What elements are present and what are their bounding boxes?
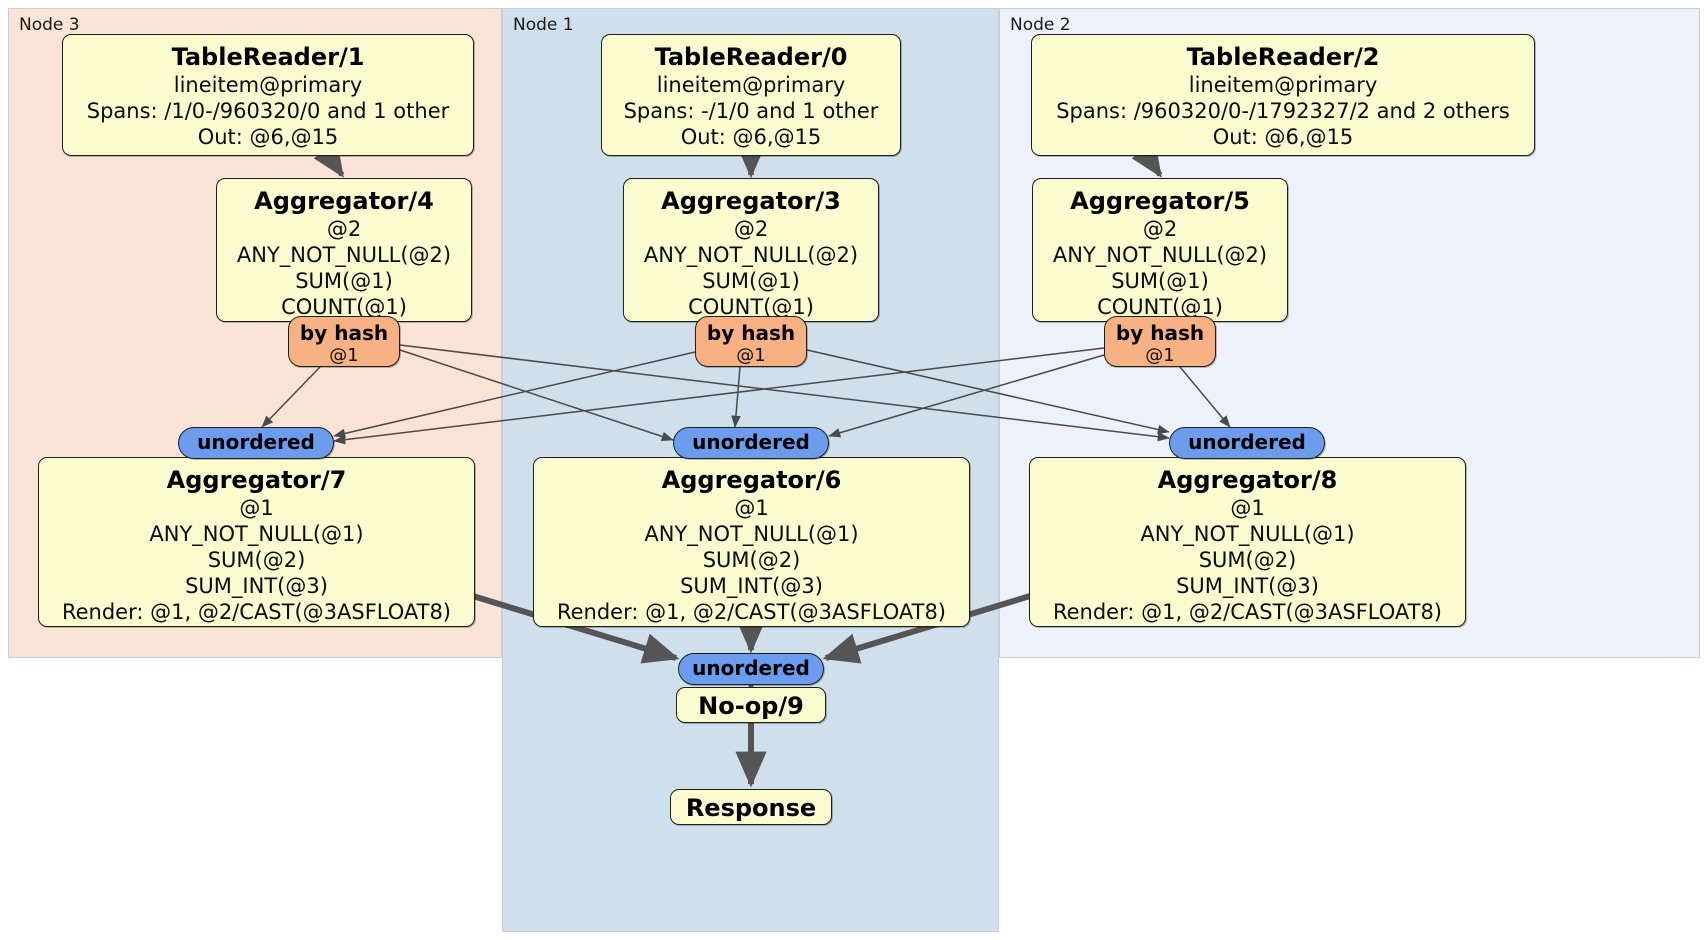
box-line: ANY_NOT_NULL(@1) [1140, 522, 1355, 546]
box-aggregator-3[interactable]: Aggregator/3 @2 ANY_NOT_NULL(@2) SUM(@1)… [623, 178, 879, 322]
box-line: @1 [734, 496, 769, 520]
box-line: COUNT(@1) [1097, 295, 1223, 319]
pill-sub: @1 [1145, 345, 1175, 366]
box-line: Out: @6,@15 [1212, 125, 1354, 149]
box-line: SUM(@1) [1111, 269, 1209, 293]
box-title: Aggregator/8 [1157, 466, 1338, 494]
box-line: COUNT(@1) [688, 295, 814, 319]
box-line: lineitem@primary [1188, 73, 1378, 97]
box-title: TableReader/1 [171, 43, 365, 71]
box-line: ANY_NOT_NULL(@2) [236, 243, 452, 267]
box-table-reader-0[interactable]: TableReader/0 lineitem@primary Spans: -/… [601, 34, 901, 156]
box-title: Aggregator/4 [254, 187, 434, 215]
box-line: SUM(@2) [207, 548, 306, 572]
box-line: ANY_NOT_NULL(@1) [149, 522, 364, 546]
pill-sub: @1 [736, 345, 766, 366]
box-response[interactable]: Response [670, 789, 832, 825]
box-line-render: Render: @1, @2/CAST(@3ASFLOAT8) [61, 600, 452, 624]
node-region-label: Node 1 [513, 15, 574, 35]
node-region-label: Node 3 [19, 15, 80, 35]
pill-unordered-right[interactable]: unordered [1169, 427, 1325, 459]
box-table-reader-2[interactable]: TableReader/2 lineitem@primary Spans: /9… [1031, 34, 1535, 156]
box-line: lineitem@primary [656, 73, 846, 97]
box-line: SUM(@2) [1198, 548, 1297, 572]
box-line: ANY_NOT_NULL(@2) [643, 243, 859, 267]
pill-title: by hash [706, 321, 796, 345]
box-line: SUM(@1) [295, 269, 393, 293]
pill-unordered-final[interactable]: unordered [678, 653, 824, 685]
box-line: SUM(@1) [702, 269, 800, 293]
box-title: TableReader/0 [654, 43, 848, 71]
pill-title: unordered [1188, 430, 1306, 454]
box-aggregator-7[interactable]: Aggregator/7 @1 ANY_NOT_NULL(@1) SUM(@2)… [38, 457, 475, 627]
pill-unordered-center[interactable]: unordered [673, 427, 829, 459]
box-line: @2 [733, 217, 769, 241]
box-line: Spans: /1/0-/960320/0 and 1 other [86, 99, 450, 123]
pill-title: by hash [1115, 321, 1205, 345]
box-aggregator-5[interactable]: Aggregator/5 @2 ANY_NOT_NULL(@2) SUM(@1)… [1032, 178, 1288, 322]
box-line: SUM_INT(@3) [680, 574, 823, 598]
box-title: Aggregator/7 [166, 466, 347, 494]
box-line: SUM_INT(@3) [1176, 574, 1319, 598]
box-line: @1 [239, 496, 274, 520]
pill-by-hash-right[interactable]: by hash @1 [1104, 316, 1216, 367]
box-aggregator-6[interactable]: Aggregator/6 @1 ANY_NOT_NULL(@1) SUM(@2)… [533, 457, 970, 627]
pill-by-hash-left[interactable]: by hash @1 [288, 316, 400, 367]
box-line-render: Render: @1, @2/CAST(@3ASFLOAT8) [1052, 600, 1443, 624]
pill-title: unordered [197, 430, 315, 454]
box-line: @2 [1142, 217, 1178, 241]
box-line: SUM(@2) [702, 548, 801, 572]
box-title: Aggregator/5 [1070, 187, 1250, 215]
box-line: COUNT(@1) [281, 295, 407, 319]
box-line: Spans: -/1/0 and 1 other [623, 99, 879, 123]
box-aggregator-8[interactable]: Aggregator/8 @1 ANY_NOT_NULL(@1) SUM(@2)… [1029, 457, 1466, 627]
pill-sub: @1 [329, 345, 359, 366]
box-line: Spans: /960320/0-/1792327/2 and 2 others [1056, 99, 1510, 123]
box-line: SUM_INT(@3) [185, 574, 328, 598]
box-aggregator-4[interactable]: Aggregator/4 @2 ANY_NOT_NULL(@2) SUM(@1)… [216, 178, 472, 322]
box-line-render: Render: @1, @2/CAST(@3ASFLOAT8) [556, 600, 947, 624]
box-line: ANY_NOT_NULL(@2) [1052, 243, 1268, 267]
node-region-label: Node 2 [1010, 15, 1071, 35]
box-title: Aggregator/6 [661, 466, 842, 494]
box-title: TableReader/2 [1186, 43, 1380, 71]
box-line: @2 [326, 217, 362, 241]
pill-unordered-left[interactable]: unordered [178, 427, 334, 459]
box-title: Response [685, 794, 817, 822]
box-title: Aggregator/3 [661, 187, 841, 215]
box-no-op-9[interactable]: No-op/9 [676, 687, 826, 723]
pill-title: unordered [692, 430, 810, 454]
box-line: @1 [1230, 496, 1265, 520]
box-line: ANY_NOT_NULL(@1) [644, 522, 859, 546]
pill-by-hash-center[interactable]: by hash @1 [695, 316, 807, 367]
box-table-reader-1[interactable]: TableReader/1 lineitem@primary Spans: /1… [62, 34, 474, 156]
pill-title: unordered [692, 656, 810, 680]
box-line: lineitem@primary [173, 73, 363, 97]
pill-title: by hash [299, 321, 389, 345]
box-line: Out: @6,@15 [197, 125, 339, 149]
box-line: Out: @6,@15 [680, 125, 822, 149]
box-title: No-op/9 [698, 692, 804, 720]
